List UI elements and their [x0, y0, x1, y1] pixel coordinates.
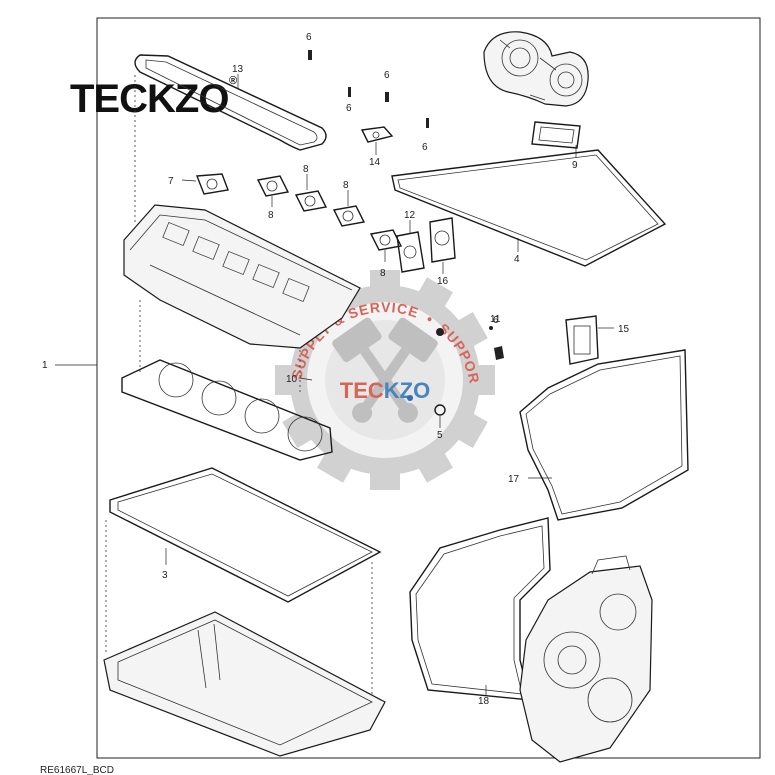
- part-6-bolts: [308, 50, 493, 330]
- part-8-exhaust-gaskets: [256, 175, 403, 251]
- callout-6-b: 6: [346, 103, 352, 114]
- diagram-frame: [96, 17, 761, 759]
- callout-8-d: 8: [380, 268, 386, 279]
- watermark-center-logo: TECKZO: [340, 378, 430, 403]
- part-18-timing-cover-gasket: [409, 517, 551, 701]
- callout-3: 3: [162, 570, 168, 581]
- part-9-turbo-gasket: [531, 121, 581, 149]
- callout-6-d: 6: [422, 142, 428, 153]
- registered-mark: ®: [229, 75, 237, 87]
- callout-6-a: 6: [306, 32, 312, 43]
- part-13-valve-cover-gasket: [134, 54, 327, 151]
- callout-7: 7: [168, 176, 174, 187]
- callout-17: 17: [508, 474, 520, 485]
- timing-gear-housing: [519, 555, 653, 763]
- part-14-small-gasket: [360, 126, 394, 143]
- oil-pan: [103, 611, 386, 757]
- callout-13: 13: [232, 64, 244, 75]
- brand-logo-text: TECKZO: [70, 77, 228, 121]
- brand-logo: TECKZO ®: [70, 75, 237, 121]
- callout-8-c: 8: [343, 180, 349, 191]
- part-5-o-ring: [407, 328, 446, 416]
- callout-14: 14: [369, 157, 381, 168]
- part-4-rear-cover-gasket: [391, 149, 667, 267]
- callout-18: 18: [478, 696, 490, 707]
- callout-9: 9: [572, 160, 578, 171]
- part-3-oil-pan-gasket: [109, 467, 382, 603]
- callout-1: 1: [42, 360, 48, 371]
- callout-6-c: 6: [384, 70, 390, 81]
- turbocharger: [483, 31, 589, 107]
- part-10-head-gasket: [121, 359, 333, 461]
- watermark-pistons-icon: [332, 317, 438, 423]
- callout-8-b: 8: [303, 164, 309, 175]
- part-11-plug: [494, 346, 504, 360]
- callout-16: 16: [437, 276, 449, 287]
- part-7-gasket: [196, 173, 229, 195]
- part-15-gasket: [565, 315, 599, 365]
- cylinder-head: [123, 204, 361, 349]
- callout-10: 10: [286, 374, 298, 385]
- part-16-gasket: [429, 217, 456, 263]
- part-17-front-cover-gasket: [519, 349, 689, 521]
- part-12-gasket: [396, 231, 425, 273]
- callout-4: 4: [514, 254, 520, 265]
- footer-image-code: RE61667L_BCD: [40, 765, 114, 775]
- callout-15: 15: [618, 324, 630, 335]
- callout-8-a: 8: [268, 210, 274, 221]
- callout-11: 11: [490, 314, 501, 325]
- callout-12: 12: [404, 210, 416, 221]
- callout-6-e: 6: [493, 315, 499, 326]
- callout-5: 5: [437, 430, 443, 441]
